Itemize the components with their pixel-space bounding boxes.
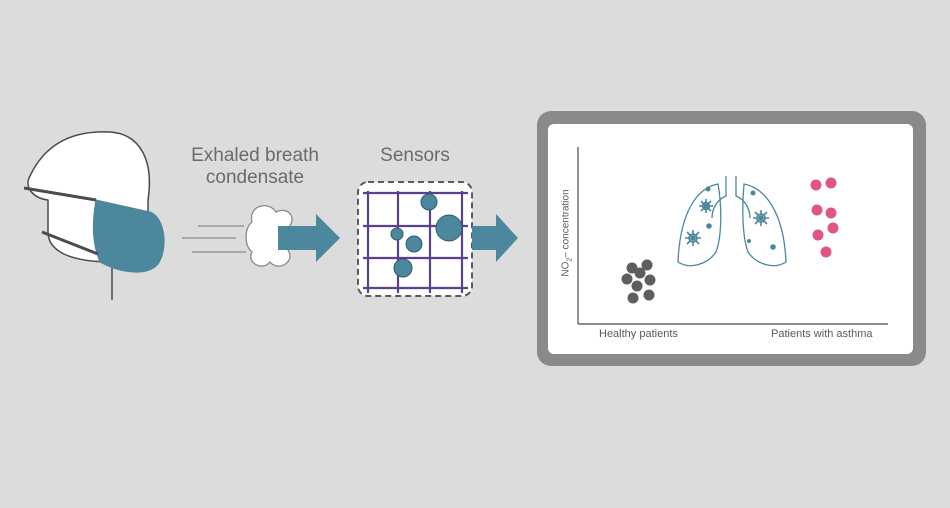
sensor-particle — [420, 193, 438, 211]
exhaled-line-1: Exhaled breath — [191, 145, 319, 166]
healthy-point — [621, 273, 633, 285]
arrow-2-icon — [472, 214, 518, 262]
healthy-point — [641, 259, 653, 271]
breath-cloud — [245, 205, 293, 267]
virus-icon — [685, 199, 769, 246]
asthma-point — [825, 207, 837, 219]
asthma-point — [811, 204, 823, 216]
breath-icon — [182, 205, 293, 267]
y-axis-label: NO2– concentration — [560, 189, 574, 277]
sensors-label: Sensors — [380, 145, 450, 166]
healthy-point — [644, 274, 656, 286]
tablet-screen — [548, 124, 913, 354]
mask-body — [92, 199, 165, 273]
healthy-point — [631, 280, 643, 292]
asthma-point — [827, 222, 839, 234]
sensor-particle — [435, 214, 463, 242]
healthy-point — [634, 267, 646, 279]
x-label-asthma: Patients with asthma — [771, 328, 873, 340]
asthma-point — [812, 229, 824, 241]
masked-head-icon — [23, 131, 165, 300]
healthy-point — [627, 292, 639, 304]
sensor-particle — [393, 258, 413, 278]
sensor-particle — [390, 227, 404, 241]
healthy-point — [643, 289, 655, 301]
asthma-point — [810, 179, 822, 191]
asthma-point — [820, 246, 832, 258]
healthy-point — [626, 262, 638, 274]
sensor-grid-icon — [357, 181, 473, 297]
exhaled-line-2: condensate — [205, 167, 305, 188]
arrow-1-icon — [278, 214, 340, 262]
x-label-healthy: Healthy patients — [599, 328, 678, 340]
mask-strap-bottom — [41, 230, 99, 256]
lungs-icon — [677, 176, 787, 267]
exhaled-breath-label: Exhaled breath condensate — [170, 145, 340, 189]
sensor-particle — [405, 235, 423, 253]
asthma-point — [825, 177, 837, 189]
mask-strap-top — [23, 186, 97, 202]
